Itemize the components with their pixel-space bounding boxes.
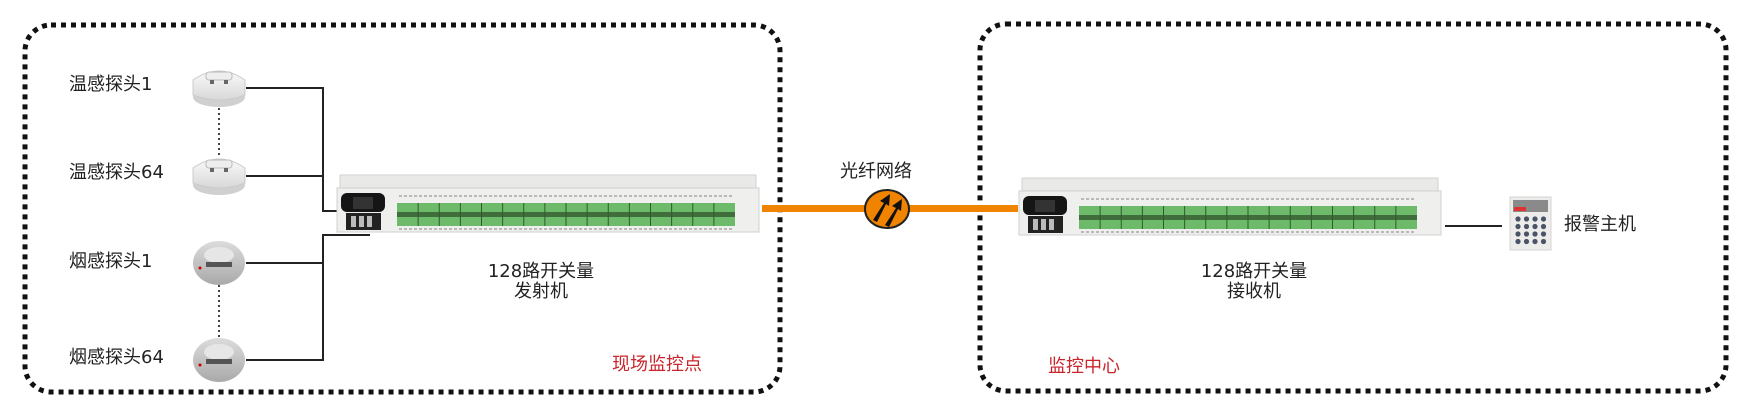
keypad-key <box>1532 231 1538 237</box>
keypad-key <box>1523 231 1530 237</box>
receiver-device <box>1018 177 1442 236</box>
keypad-key <box>1532 238 1538 245</box>
sensor-label: 温感探头1 <box>69 74 153 95</box>
keypad-key <box>1515 216 1521 222</box>
sensor-label: 烟感探头64 <box>69 347 164 368</box>
heat-sensor-icon <box>192 70 246 107</box>
keypad-key <box>1540 238 1547 245</box>
keypad-key <box>1523 216 1530 222</box>
sensor-wiring <box>246 87 370 361</box>
transmitter-label-line1: 128路开关量 <box>487 261 595 282</box>
fiber-network-icon <box>864 189 910 229</box>
keypad-key <box>1523 238 1530 245</box>
sensor-label: 烟感探头1 <box>69 251 153 272</box>
smoke-sensor-icon <box>193 338 245 382</box>
transmitter-label-line2: 发射机 <box>513 281 568 302</box>
fiber-label: 光纤网络 <box>840 161 912 182</box>
smoke-sensor-icon <box>193 241 245 285</box>
receiver-label-line1: 128路开关量 <box>1200 261 1308 282</box>
alarm-host-label: 报警主机 <box>1564 214 1636 235</box>
site-zone-label: 现场监控点 <box>612 354 702 375</box>
keypad-key <box>1523 223 1530 230</box>
receiver-label-line2: 接收机 <box>1226 281 1281 302</box>
keypad-key <box>1540 231 1547 237</box>
alarm-keypad-icon <box>1509 196 1552 251</box>
center-zone-label: 监控中心 <box>1048 356 1120 377</box>
transmitter-device <box>336 174 760 233</box>
receiver-label: 128路开关量 接收机 <box>1201 262 1307 302</box>
keypad-key <box>1540 216 1547 222</box>
keypad-key <box>1532 216 1538 222</box>
keypad-key <box>1515 223 1521 230</box>
keypad-key <box>1540 223 1547 230</box>
heat-sensor-icon <box>192 158 246 195</box>
keypad-key <box>1532 223 1538 230</box>
keypad-key <box>1515 238 1521 245</box>
sensor-label: 温感探头64 <box>69 162 164 183</box>
keypad-key <box>1515 231 1521 237</box>
transmitter-label: 128路开关量 发射机 <box>488 262 594 302</box>
